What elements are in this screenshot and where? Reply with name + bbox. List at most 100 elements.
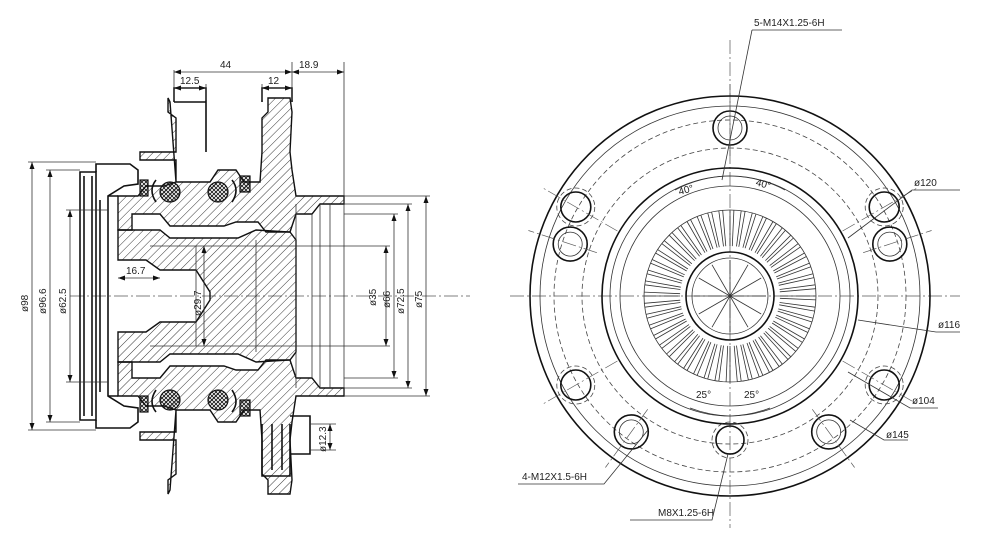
sensor-tapped-hole-thread <box>711 421 749 459</box>
spline-tooth <box>775 314 810 333</box>
spline-tooth <box>666 329 695 358</box>
top-dimensions <box>173 62 345 196</box>
leader-d120 <box>847 189 960 239</box>
center-bore <box>685 251 775 341</box>
spline-outer <box>619 185 841 407</box>
dim-d72-5: ø72.5 <box>396 288 407 314</box>
right-dimensions <box>296 195 430 397</box>
stud-axis-line <box>528 230 598 254</box>
spline-tooth <box>736 210 746 247</box>
leader-bottom-thread <box>630 453 729 521</box>
bore-radial-line <box>729 264 749 297</box>
spline-tooth <box>776 262 812 280</box>
sensor-tapped-hole <box>715 425 745 455</box>
bolt-axis-line <box>543 188 618 232</box>
spline-tooth <box>725 345 731 382</box>
bolt-pcd-outer <box>553 119 907 473</box>
spline-tooth <box>677 225 702 257</box>
spline-tooth <box>758 335 783 367</box>
spline-tooth <box>696 214 714 250</box>
spline-tooth <box>653 318 687 340</box>
spline-tooth <box>779 284 816 293</box>
spline-tooth <box>729 210 735 247</box>
spline-tooth <box>718 210 727 247</box>
bore-radial-line <box>698 295 731 315</box>
angle-arc-top-right <box>729 175 786 191</box>
dim-d66: ø66 <box>382 290 393 308</box>
stud-hole-inner <box>816 419 842 445</box>
bolt-axis-line <box>842 360 917 404</box>
spline-tooth <box>707 211 720 248</box>
callout-d116: ø116 <box>938 320 960 331</box>
angle-top-left: 40° <box>677 183 694 198</box>
spline-tooth <box>686 219 708 253</box>
leader-left-thread <box>518 429 649 485</box>
angle-bottom-right: 25° <box>744 390 759 401</box>
spline-tooth <box>674 333 700 365</box>
bolt-hole <box>559 369 592 401</box>
spline-tooth <box>752 339 774 373</box>
bore-radial-line <box>729 295 749 328</box>
dim-18-9: 18.9 <box>299 60 319 71</box>
bore-radial-line <box>698 277 731 297</box>
spline-tooth <box>765 234 794 263</box>
stud-hole-inner <box>618 419 644 445</box>
spline-tooth <box>778 273 815 286</box>
callout-left-thread: 4-M12X1.5-6H <box>522 472 587 483</box>
sensor-boss <box>261 415 311 477</box>
bearing-lower <box>139 389 251 417</box>
bolt-hole <box>868 369 901 401</box>
stud-hole <box>613 414 650 450</box>
bolt-hole-thread <box>556 187 596 227</box>
spline-tooth <box>644 291 681 297</box>
bore-radial-line <box>711 264 731 297</box>
spline-tooth <box>661 240 693 266</box>
callout-bottom-thread: M8X1.25-6H <box>658 508 714 519</box>
dim-d29-7: ø29.7 <box>193 290 204 316</box>
stud-axis-line <box>862 230 932 254</box>
bottom-dimension <box>310 423 336 451</box>
spline-tooth <box>740 344 753 381</box>
spline-tooth <box>754 221 777 255</box>
left-dimensions <box>28 161 108 431</box>
spline-tooth <box>655 249 689 272</box>
spline-tooth <box>779 302 816 312</box>
spline-tooth <box>668 232 697 261</box>
dim-d12-3: ø12.3 <box>318 426 329 452</box>
stud-hole <box>871 226 908 262</box>
angle-bottom-left: 25° <box>696 390 711 401</box>
spline-tooth <box>746 342 764 378</box>
callout-top-thread: 5-M14X1.25-6H <box>754 18 825 29</box>
outer-cap <box>79 163 139 429</box>
spline-tooth <box>748 216 767 251</box>
spline-tooth <box>767 326 799 352</box>
section-view: 44 18.9 12.5 12 ø98 ø96.6 ø62.5 16.7 ø29… <box>20 60 470 495</box>
spline-tooth <box>683 337 706 371</box>
stud-hole <box>810 414 847 450</box>
stud-axis-line <box>812 409 855 468</box>
stud-hole-inner <box>557 231 583 257</box>
dim-d62-5: ø62.5 <box>58 288 69 314</box>
bolt-hole <box>868 191 901 223</box>
leader-d145 <box>849 419 908 441</box>
spline-tooth <box>659 324 691 349</box>
callout-d120: ø120 <box>914 178 937 189</box>
bolt-hole <box>559 191 592 223</box>
center-bore-inner <box>691 257 769 335</box>
dim-12: 12 <box>268 76 280 87</box>
bore-radial-line <box>711 295 731 328</box>
spline-tooth <box>733 345 742 382</box>
spline-tooth <box>779 295 816 301</box>
callout-leaders <box>518 29 960 521</box>
angle-top-right: 40° <box>755 178 772 193</box>
bore-radial-line <box>729 295 762 315</box>
spline-tooth <box>650 259 685 278</box>
bearing-upper <box>139 175 251 203</box>
leader-top-thread <box>721 29 842 181</box>
dim-16-7: 16.7 <box>126 266 146 277</box>
leader-d104 <box>847 371 938 409</box>
leader-d116 <box>857 319 960 333</box>
angle-arc-bottom-right <box>729 407 771 417</box>
spline-tooth <box>771 320 805 343</box>
